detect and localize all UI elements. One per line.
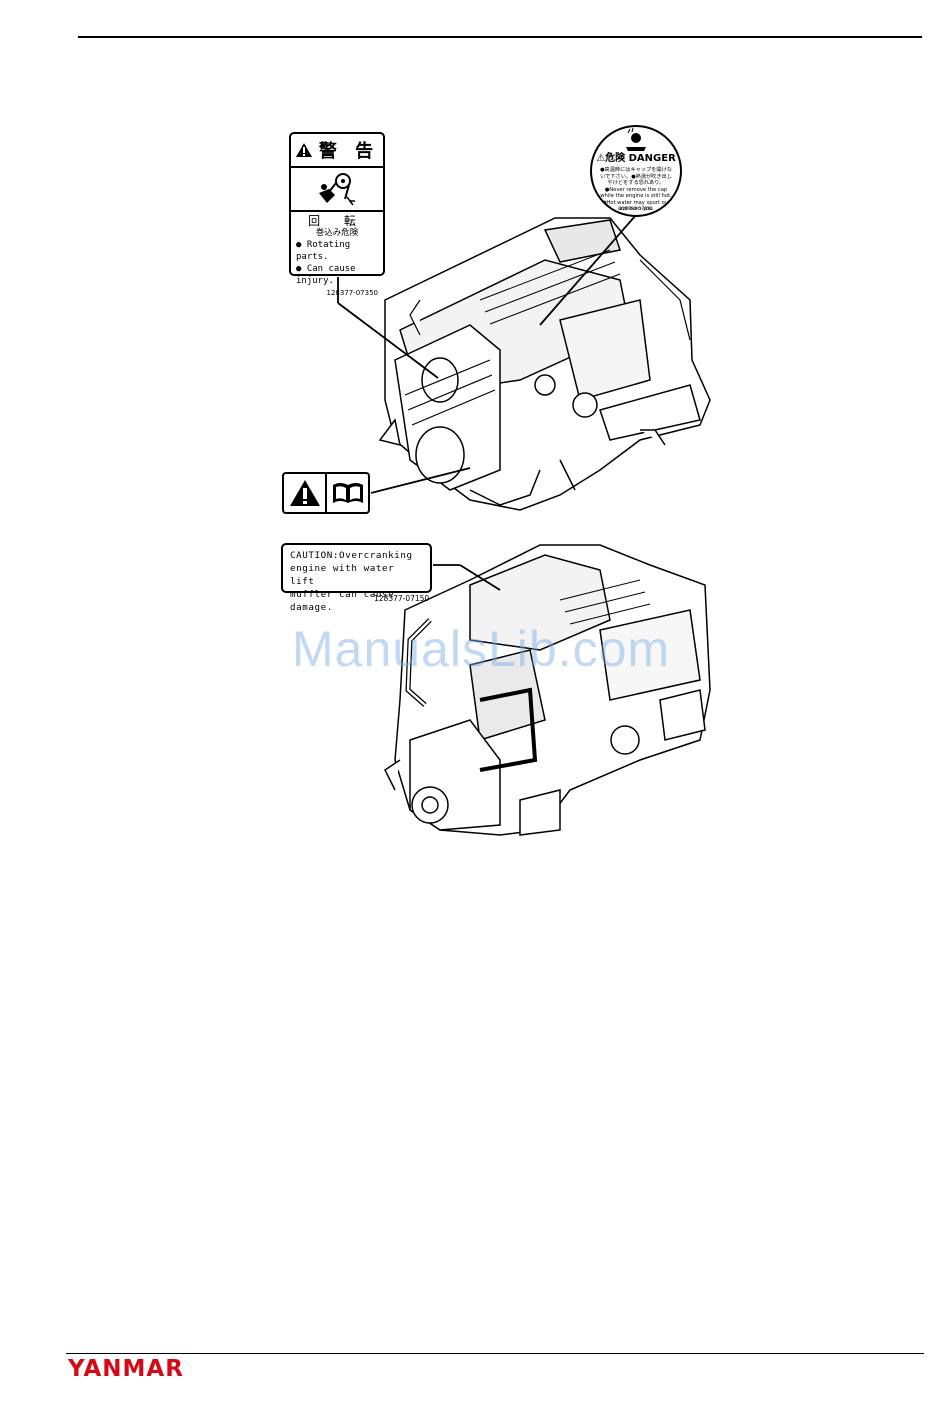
warning-title-jp: 回 転 xyxy=(308,214,366,228)
footer-rule xyxy=(66,1353,924,1354)
engine-illustration-upper xyxy=(378,217,711,511)
hot-cap-pictogram-icon xyxy=(626,127,646,151)
rotating-belt-hand-icon xyxy=(319,173,355,206)
warning-part-code: 128377-07350 xyxy=(326,289,378,297)
read-manual-label xyxy=(282,472,370,514)
warning-heading: 警 告 xyxy=(318,141,380,162)
warning-triangle-icon xyxy=(289,480,320,506)
warning-triangle-icon xyxy=(295,143,312,157)
watermark: ManualsLib.com xyxy=(292,621,671,677)
warning-label-header: 警 告 xyxy=(291,134,383,168)
warning-subtitle-jp: 巻込み危険 xyxy=(315,228,359,238)
leader-lines-upper xyxy=(337,214,637,494)
danger-text: ●高温時にはキャップを開けないで下さい。●熱湯が吹き出しやけどをする恐れあり。●… xyxy=(600,167,672,212)
manual-label-book-cell xyxy=(325,474,368,512)
manual-label-warning-cell xyxy=(284,474,325,512)
open-book-icon xyxy=(332,483,363,503)
yanmar-logo: YANMAR xyxy=(68,1356,184,1382)
caution-line-1: CAUTION:Overcranking xyxy=(290,550,413,561)
warning-pictogram xyxy=(291,168,383,212)
header-rule xyxy=(78,36,922,38)
warning-line-2: ● Can cause injury. xyxy=(296,264,356,286)
leader-line-lower-2 xyxy=(459,564,501,591)
caution-line-3: muffler can cause damage. xyxy=(290,589,395,613)
danger-title: ⚠危険 DANGER xyxy=(596,153,676,164)
caution-part-code: 128377-07150 xyxy=(374,594,430,603)
danger-part-code: 128990-07830 xyxy=(619,207,653,212)
hot-water-danger-label: ⚠危険 DANGER ●高温時にはキャップを開けないで下さい。●熱湯が吹き出しや… xyxy=(590,125,682,217)
warning-line-1: ● Rotating parts. xyxy=(296,240,351,262)
engine-illustration-lower xyxy=(384,544,711,836)
caution-line-2: engine with water lift xyxy=(290,563,395,587)
rotating-parts-warning-label: 警 告 回 転 巻込み危険 ● Rotating parts. ● Can ca… xyxy=(289,132,385,297)
overcranking-caution-label: CAUTION:Overcranking engine with water l… xyxy=(281,543,432,613)
